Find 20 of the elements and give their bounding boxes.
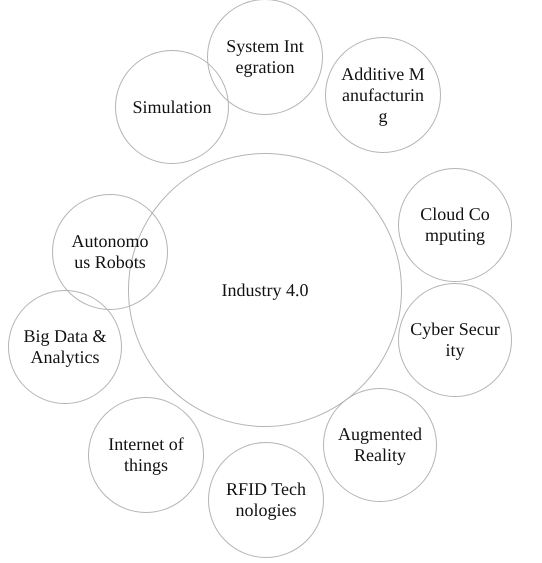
topic-circle [115,50,229,164]
topic-label: Simulation [132,96,212,118]
topic-label: Big Data & Analytics [22,326,108,368]
topic-label: Internet of things [107,434,185,476]
topic-circle [323,388,437,502]
topic-circle [398,283,512,397]
topic-label: System Integration [225,36,305,78]
topic-label: Industry 4.0 [220,280,310,300]
topic-circle [52,194,168,310]
topic-label: Autonomous Robots [70,231,150,273]
topic-circle [325,37,441,153]
topic-circle [88,397,204,513]
topic-circle [208,442,324,558]
topic-label: Additive Manufacturing [341,64,425,126]
topic-label: RFID Technologies [225,479,307,521]
topic-circle [398,168,512,282]
topic-label: Augmented Reality [338,424,422,466]
topic-circle [8,290,122,404]
topic-label: Cloud Computing [419,204,491,246]
topic-label: Cyber Security [410,319,500,361]
